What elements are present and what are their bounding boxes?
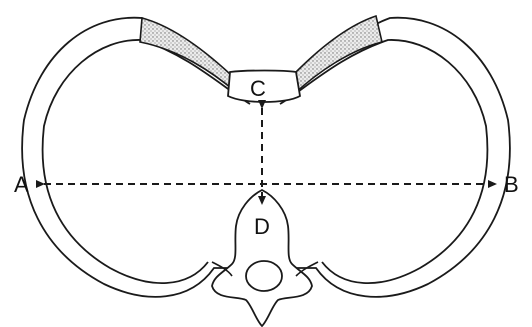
spinal-canal	[246, 261, 282, 291]
label-d: D	[254, 214, 270, 239]
right-costal-cartilage	[294, 16, 382, 94]
right-rib-head	[296, 262, 318, 276]
vertebra	[212, 190, 312, 326]
label-a: A	[14, 172, 29, 197]
label-b: B	[504, 172, 519, 197]
left-costal-cartilage	[140, 18, 236, 92]
label-c: C	[250, 76, 266, 101]
